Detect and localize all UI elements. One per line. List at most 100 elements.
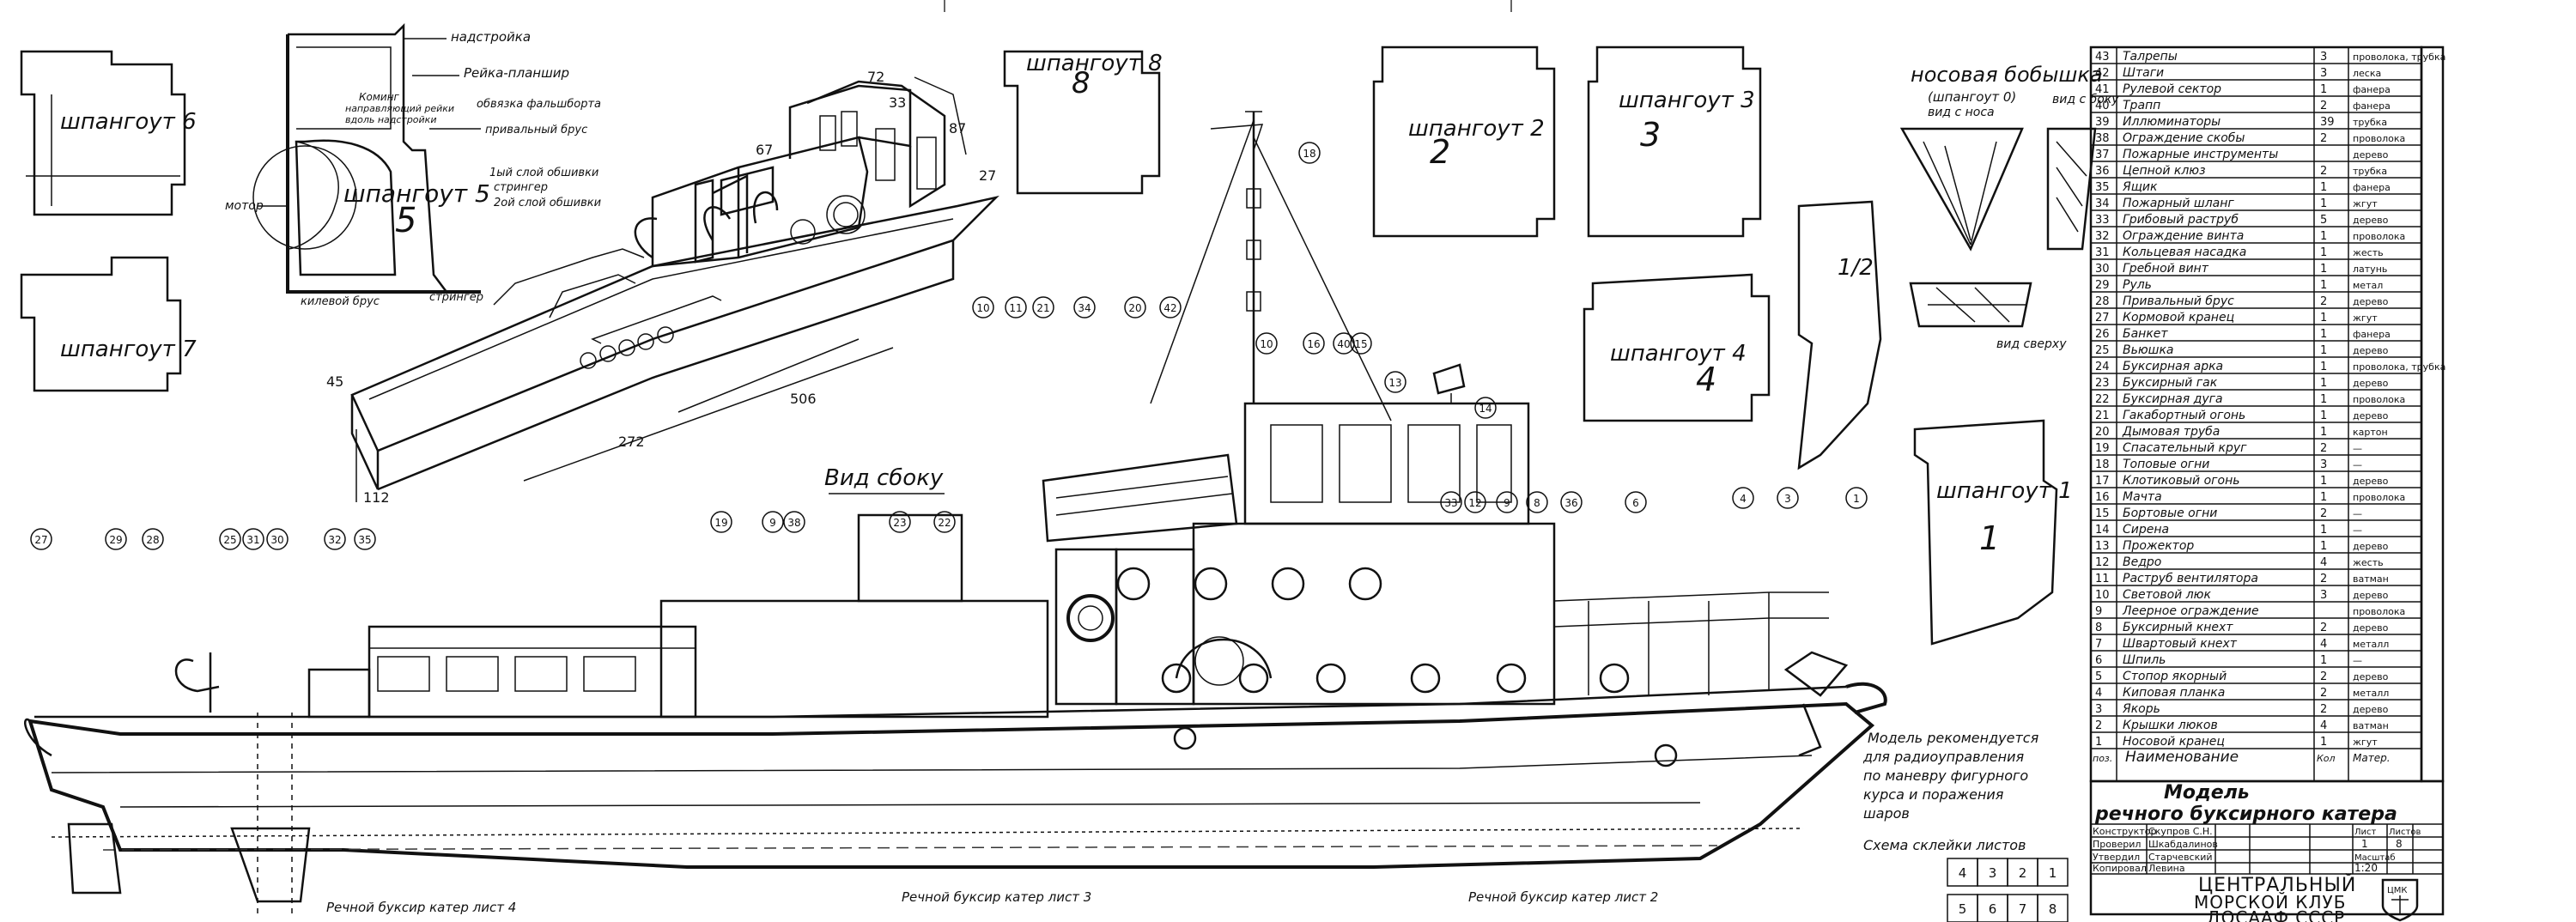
parts-cell: 10 xyxy=(2095,589,2110,602)
parts-cell: проволока xyxy=(2353,606,2405,617)
parts-cell: картон xyxy=(2353,427,2388,438)
parts-cell: 20 xyxy=(2095,426,2110,439)
parts-cell: 2 xyxy=(2320,670,2327,683)
parts-cell: метал xyxy=(2353,280,2383,291)
parts-cell: Рулевой сектор xyxy=(2123,82,2221,96)
parts-cell: 1 xyxy=(2320,491,2327,504)
parts-cell: 4 xyxy=(2320,719,2327,732)
svg-text:для радиоуправления: для радиоуправления xyxy=(1862,749,2024,765)
parts-cell: дерево xyxy=(2353,704,2389,715)
parts-cell: Носовой кранец xyxy=(2123,735,2225,749)
parts-cell: Шпиль xyxy=(2123,653,2166,667)
parts-cell: 23 xyxy=(2095,377,2110,390)
svg-text:506: 506 xyxy=(790,391,817,407)
parts-cell: 2 xyxy=(2320,295,2327,308)
parts-cell: 27 xyxy=(2095,312,2110,325)
parts-cell: 36 xyxy=(2095,165,2110,178)
footer-sheet-3: Речной буксир катер лист 3 xyxy=(902,889,1091,905)
callout-number: 10 xyxy=(976,302,989,314)
svg-text:стрингер: стрингер xyxy=(494,181,548,194)
callout-circle xyxy=(1159,296,1182,318)
callout-circle xyxy=(1350,332,1372,355)
callout-number: 30 xyxy=(270,534,283,546)
sheet-footers: Речной буксир катер лист 4 Речной буксир… xyxy=(326,889,1658,915)
parts-cell: 14 xyxy=(2095,524,2110,537)
parts-cell: Гакабортный огонь xyxy=(2123,409,2245,422)
iso-portholes xyxy=(580,326,674,369)
parts-cell: проволока, трубка xyxy=(2353,52,2445,63)
parts-cell: 2 xyxy=(2320,165,2327,178)
svg-text:8: 8 xyxy=(2396,838,2403,850)
parts-cell: 26 xyxy=(2095,328,2110,341)
parts-cell: Грибовый раструб xyxy=(2123,213,2239,227)
parts-cell: 33 xyxy=(2095,214,2110,227)
parts-cell: проволока xyxy=(2353,133,2405,144)
callout-number: 16 xyxy=(1307,338,1320,350)
parts-cell: 7 xyxy=(2095,638,2102,651)
scheme-number: 4 xyxy=(1959,865,1967,881)
parts-cell: дерево xyxy=(2353,410,2389,422)
parts-cell: 38 xyxy=(2095,132,2110,145)
parts-cell: 5 xyxy=(2320,214,2327,227)
callout-number: 6 xyxy=(1632,497,1639,509)
svg-text:мотор: мотор xyxy=(225,199,264,213)
parts-cell: Кольцевая насадка xyxy=(2123,246,2246,259)
parts-cell: дерево xyxy=(2353,590,2389,601)
parts-cell: металл xyxy=(2353,639,2389,650)
callout-number: 19 xyxy=(714,517,727,529)
frame-6-template: шпангоут 6 xyxy=(20,50,197,216)
parts-cell: 3 xyxy=(2320,67,2327,80)
callout-number: 13 xyxy=(1388,377,1401,389)
svg-text:шаров: шаров xyxy=(1863,805,1910,822)
parts-cell: Крышки люков xyxy=(2123,719,2218,732)
callout-number: 21 xyxy=(1036,302,1049,314)
parts-cell: 3 xyxy=(2320,51,2327,64)
parts-cell: 32 xyxy=(2095,230,2110,243)
callout-circle xyxy=(1845,487,1868,509)
svg-text:72: 72 xyxy=(867,69,884,85)
frame-7-label: шпангоут 7 xyxy=(60,337,197,362)
svg-text:Утвердил: Утвердил xyxy=(2093,852,2140,863)
scheme-number: 2 xyxy=(2019,865,2027,881)
side-portholes xyxy=(1116,567,1678,767)
parts-cell: дерево xyxy=(2353,215,2389,226)
parts-cell: — xyxy=(2353,443,2362,454)
callout-number: 10 xyxy=(1260,338,1273,350)
parts-cell: Привальный брус xyxy=(2123,294,2234,308)
parts-cell: 13 xyxy=(2095,540,2110,553)
callout-circle xyxy=(710,511,732,533)
parts-cell: 2 xyxy=(2320,622,2327,634)
parts-cell: дерево xyxy=(2353,149,2389,161)
parts-cell: 25 xyxy=(2095,344,2110,357)
parts-cell: Клотиковый огонь xyxy=(2123,474,2239,488)
parts-cell: 41 xyxy=(2095,83,2110,96)
side-view: Вид сбоку xyxy=(24,111,1887,919)
callout-number: 15 xyxy=(1354,338,1367,350)
parts-cell: Гребной винт xyxy=(2123,262,2209,276)
parts-cell: фанера xyxy=(2353,329,2391,340)
svg-text:направляющий рейки: направляющий рейки xyxy=(345,103,454,114)
callout-circle xyxy=(1298,142,1321,164)
org-line-2: МОРСКОЙ КЛУБ xyxy=(2194,892,2346,913)
parts-cell: 1 xyxy=(2095,736,2102,749)
callout-number: 4 xyxy=(1740,493,1747,505)
parts-cell: 34 xyxy=(2095,197,2110,210)
parts-cell: 39 xyxy=(2095,116,2110,129)
parts-cell: проволока xyxy=(2353,492,2405,503)
svg-text:2: 2 xyxy=(1430,133,1450,171)
parts-cell: 43 xyxy=(2095,51,2110,64)
parts-cell: 35 xyxy=(2095,181,2110,194)
parts-cell: 11 xyxy=(2095,573,2110,585)
parts-cell: Цепной клюз xyxy=(2123,164,2206,178)
parts-cell: 29 xyxy=(2095,279,2110,292)
parts-cell: 40 xyxy=(2095,100,2110,112)
parts-cell: 1 xyxy=(2320,181,2327,194)
callout-number: 1 xyxy=(1853,493,1860,505)
parts-cell: 1 xyxy=(2320,361,2327,373)
svg-text:ЦМК: ЦМК xyxy=(2387,886,2408,895)
parts-cell: 1 xyxy=(2320,475,2327,488)
callout-circle xyxy=(1474,397,1497,419)
parts-cell: 1 xyxy=(2320,409,2327,422)
parts-cell: 3 xyxy=(2095,703,2102,716)
